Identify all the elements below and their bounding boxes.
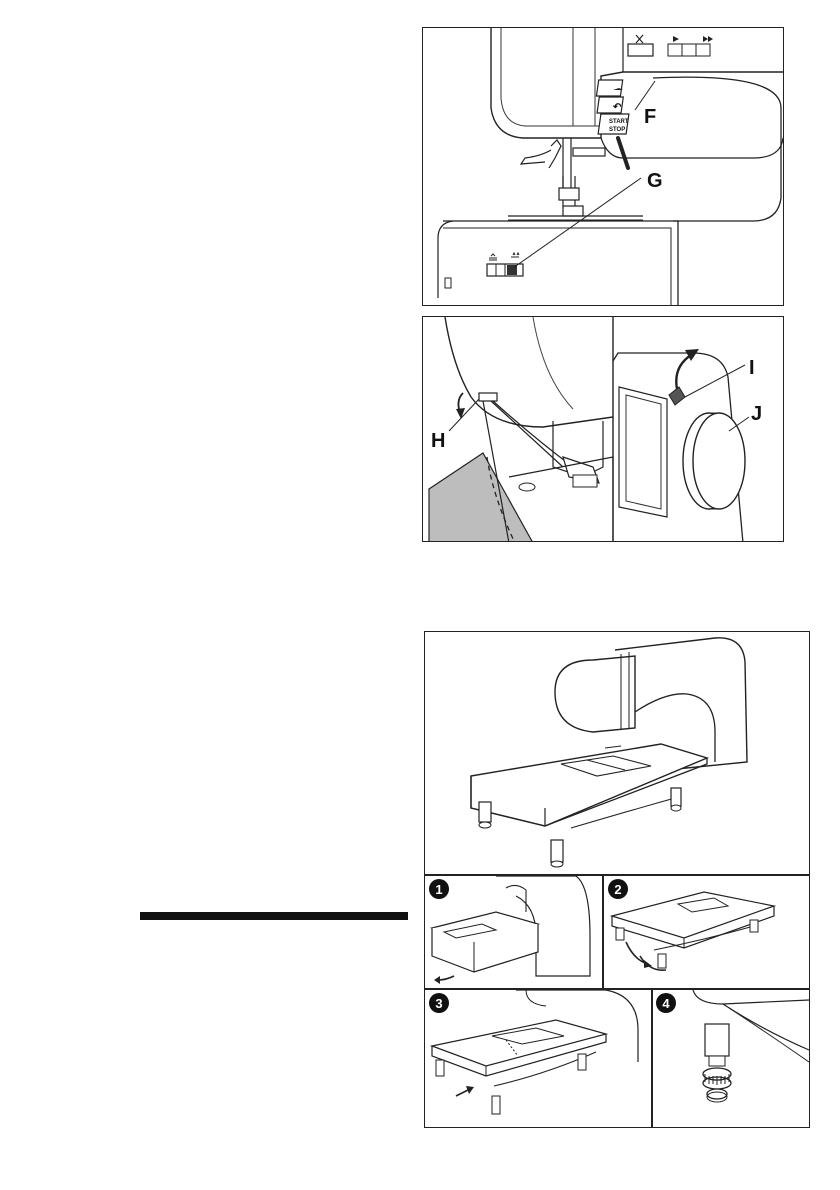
extension-table-main-view	[425, 632, 810, 876]
label-h: H	[431, 430, 445, 452]
figure-presser-lever-handwheel: H I J	[422, 316, 784, 542]
svg-text:1: 1	[435, 882, 442, 897]
figure-control-panel: ↶ START STOP F	[422, 27, 784, 306]
step-1-badge: 1	[429, 879, 449, 899]
svg-text:2: 2	[614, 882, 621, 897]
presser-foot-lever[interactable]	[479, 393, 497, 401]
feed-dog-icon	[489, 253, 519, 260]
label-j: J	[751, 403, 762, 425]
step-2-illustration: 2	[604, 876, 810, 989]
control-panel-illustration: ↶ START STOP F	[423, 28, 784, 306]
section-heading-rule	[140, 912, 408, 920]
label-i: I	[749, 357, 755, 379]
handwheel[interactable]	[683, 413, 745, 509]
reverse-button[interactable]: ↶	[597, 97, 623, 113]
step-4-illustration: 4	[653, 990, 810, 1128]
step-3-illustration: 3	[426, 990, 650, 1128]
figure-extension-table: 1 2	[424, 631, 810, 1128]
stop-label: STOP	[609, 127, 625, 133]
step-1-illustration: 1	[426, 876, 602, 989]
push-right-arrow-icon	[456, 1086, 474, 1096]
start-label: START	[609, 119, 629, 125]
label-f: F	[644, 106, 656, 128]
svg-text:4: 4	[662, 996, 670, 1011]
step-3-badge: 3	[429, 993, 449, 1013]
speed-fast-icon	[703, 36, 713, 42]
slide-left-arrow-icon	[434, 976, 454, 984]
feed-dog-lever[interactable]	[487, 264, 523, 276]
speed-slow-icon	[673, 36, 679, 42]
step-4-badge: 4	[656, 993, 676, 1013]
bobbin-winder-stopper[interactable]	[669, 387, 685, 405]
start-stop-button[interactable]: START STOP	[598, 114, 629, 134]
label-g: G	[647, 170, 663, 192]
scissors-icon	[636, 35, 643, 43]
reverse-icon: ↶	[612, 102, 622, 113]
up-arrow-icon	[676, 349, 699, 389]
needle-position-button[interactable]	[596, 80, 623, 96]
step-2-badge: 2	[608, 879, 628, 899]
svg-text:3: 3	[435, 996, 442, 1011]
presser-lever-handwheel-illustration: H I J	[423, 317, 784, 542]
leveling-foot[interactable]	[703, 1068, 731, 1102]
